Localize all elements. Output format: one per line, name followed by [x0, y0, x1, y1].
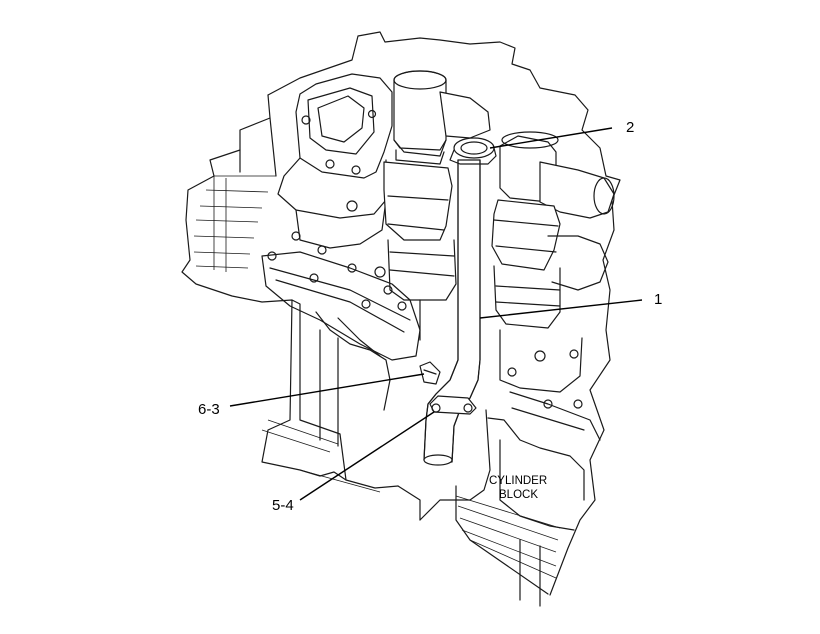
callout-6-3: 6-3: [198, 401, 220, 418]
bracket-bolt: [419, 361, 441, 385]
engine-block-left: [181, 31, 621, 596]
pump-assembly: [277, 73, 393, 255]
leader-6-3: [229, 373, 425, 407]
cylinder-block-label-line1: CYLINDER: [489, 475, 547, 487]
oil-tube: [423, 159, 481, 466]
side-plate: [261, 251, 421, 411]
engine-block-lower: [419, 409, 585, 607]
callout-2: 2: [626, 119, 634, 136]
callout-5-4: 5-4: [272, 497, 294, 514]
leader-2: [489, 127, 613, 149]
cylinder-block-label-line2: BLOCK: [499, 489, 538, 501]
cylinder-heads: [387, 239, 601, 441]
lower-clamp: [429, 395, 477, 415]
front-elbow-left: [383, 70, 491, 241]
leader-1: [479, 299, 643, 319]
leader-5-4: [299, 411, 435, 501]
front-elbow-right: [491, 131, 615, 291]
callout-1: 1: [654, 291, 662, 308]
